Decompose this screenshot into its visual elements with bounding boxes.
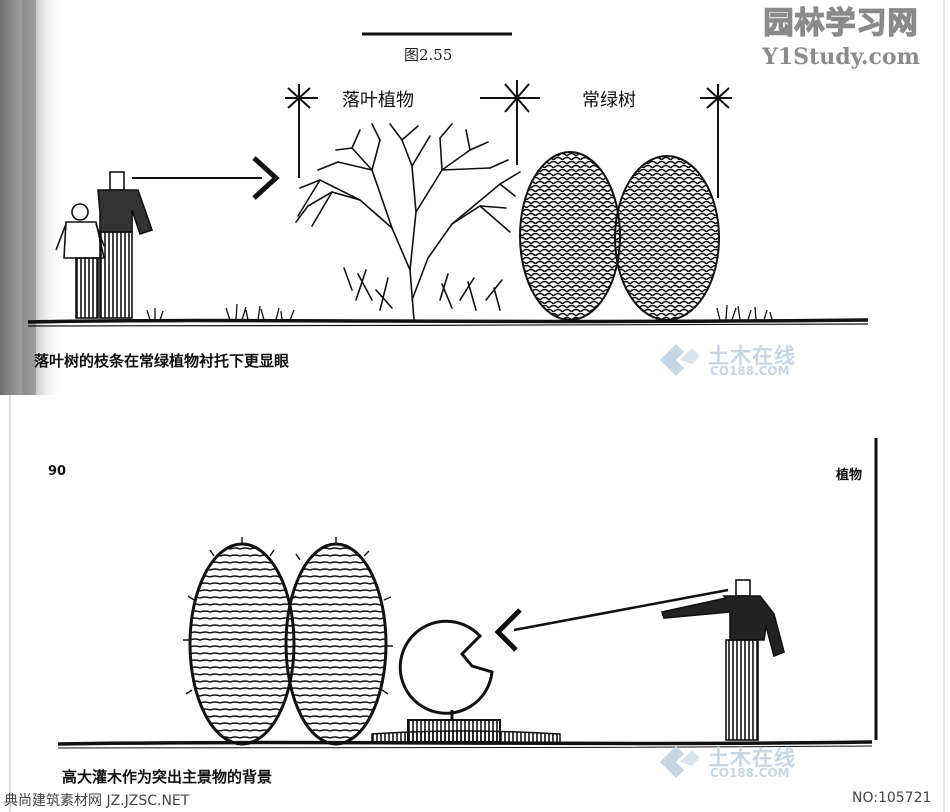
footer-id: NO:105721 [852, 790, 932, 806]
evergreen-shrub-2 [614, 155, 720, 321]
page-header-right: 植物 [836, 468, 863, 483]
logo-watermark-top: 土木在线 CO188.COM [650, 340, 810, 380]
large-shrub-right [284, 542, 388, 746]
person-adult-top [97, 171, 154, 319]
site-watermark-en: Y1Study.com [762, 44, 920, 70]
ground-line-top [27, 318, 869, 324]
dimension-line [285, 80, 732, 198]
deciduous-tree [295, 123, 521, 321]
person-child-top [55, 203, 105, 319]
sculpture-focal-point [398, 619, 501, 743]
footer-source: 典尚建筑素材网 JZ.JZSC.NET [4, 793, 190, 809]
logo-watermark-en: CO188.COM [710, 766, 790, 780]
evergreen-shrub-1 [519, 151, 621, 321]
grass-top [146, 303, 773, 321]
label-evergreen: 常绿树 [582, 90, 636, 111]
site-watermark-cn: 园林学习网 [763, 5, 919, 41]
site-watermark: 园林学习网 Y1Study.com [746, 4, 936, 70]
scan-shadow-strip [22, 0, 36, 395]
label-deciduous: 落叶植物 [342, 90, 414, 111]
logo-watermark-en: CO188.COM [710, 364, 790, 378]
low-hedge [371, 730, 561, 744]
person-adult-bottom [660, 579, 785, 741]
sight-arrow-bottom [494, 588, 729, 652]
sight-arrow-top [132, 156, 280, 200]
diamond-logo-icon [660, 344, 700, 376]
figure-number: 图2.55 [404, 46, 453, 64]
logo-watermark-cn: 土木在线 [708, 746, 796, 770]
logo-watermark-cn: 土木在线 [708, 344, 796, 368]
large-shrub-left [188, 542, 296, 746]
logo-watermark-bottom: 土木在线 CO188.COM [650, 742, 810, 782]
caption-bottom: 高大灌木作为突出主景物的背景 [62, 768, 273, 786]
page-number: 90 [48, 464, 67, 479]
diamond-logo-icon [660, 746, 700, 778]
caption-top: 落叶树的枝条在常绿植物衬托下更显眼 [34, 352, 290, 370]
shrub-spikes [183, 537, 393, 695]
